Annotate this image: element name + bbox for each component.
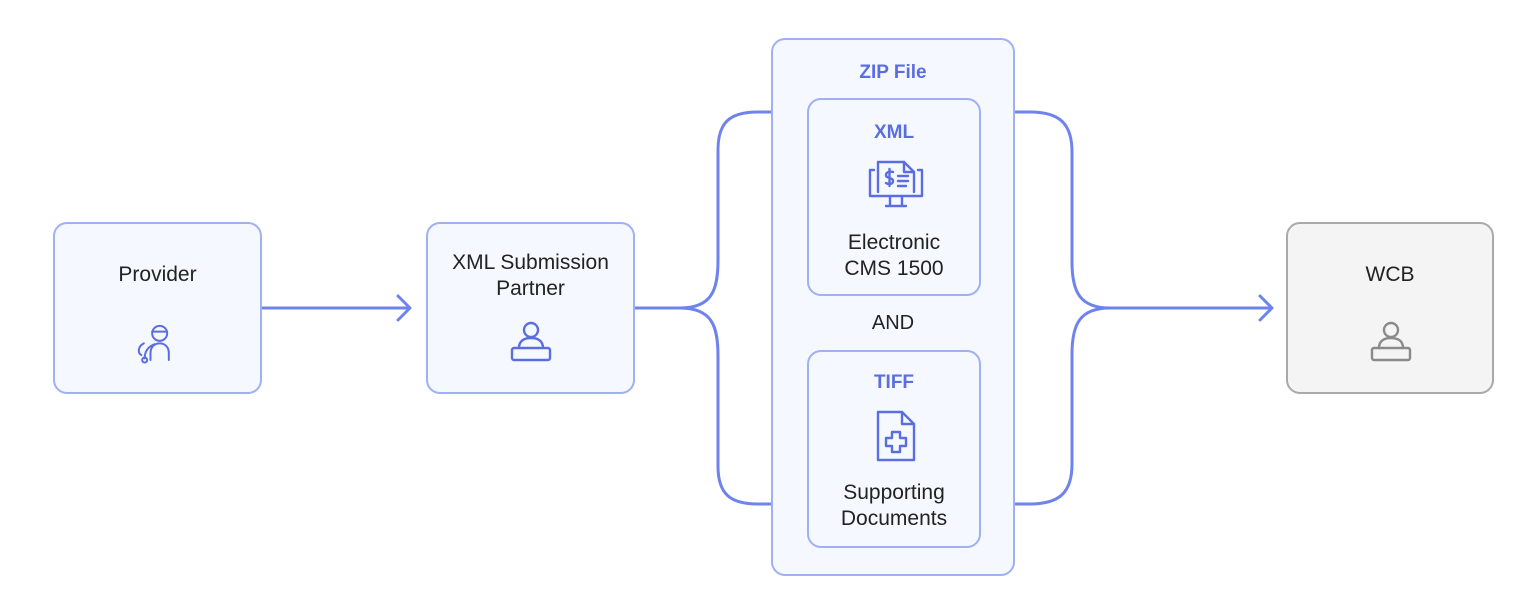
partner-to-zip-connector (633, 110, 774, 310)
wcb-node: WCB (1286, 222, 1494, 394)
provider-icon (137, 324, 170, 364)
partner-node: XML Submission Partner (426, 222, 635, 394)
and-connector-text: AND (871, 312, 915, 334)
partner-label-line1: XML Submission (452, 251, 609, 274)
medical-document-icon (876, 410, 916, 462)
zip-file-title: ZIP File (859, 62, 927, 83)
zip-to-wcb-arrowhead (1258, 294, 1274, 322)
tiff-label-line1: Supporting (843, 481, 945, 504)
provider-label: Provider (118, 263, 197, 286)
zip-file-container: ZIP File XML Electronic CMS 1500 AND TIF… (771, 38, 1015, 576)
xml-label-line2: CMS 1500 (844, 257, 944, 280)
xml-title: XML (873, 122, 915, 143)
provider-to-partner-arrowhead (396, 294, 412, 322)
tiff-node: TIFF Supporting Documents (807, 350, 981, 548)
person-at-desk-icon (510, 321, 552, 362)
xml-label-line1: Electronic (847, 231, 941, 254)
xml-node: XML Electronic CMS 1500 (807, 98, 981, 296)
billing-monitor-icon (868, 160, 924, 208)
tiff-title: TIFF (873, 372, 915, 393)
person-at-desk-icon (1370, 321, 1412, 362)
partner-to-zip-connector-lower (678, 306, 774, 506)
tiff-label-line2: Documents (840, 507, 948, 530)
partner-label-line2: Partner (496, 277, 565, 300)
zip-to-wcb-connector-lower (1012, 306, 1112, 506)
wcb-label: WCB (1365, 263, 1415, 286)
provider-node: Provider (53, 222, 262, 394)
zip-to-wcb-connector (1012, 110, 1272, 310)
